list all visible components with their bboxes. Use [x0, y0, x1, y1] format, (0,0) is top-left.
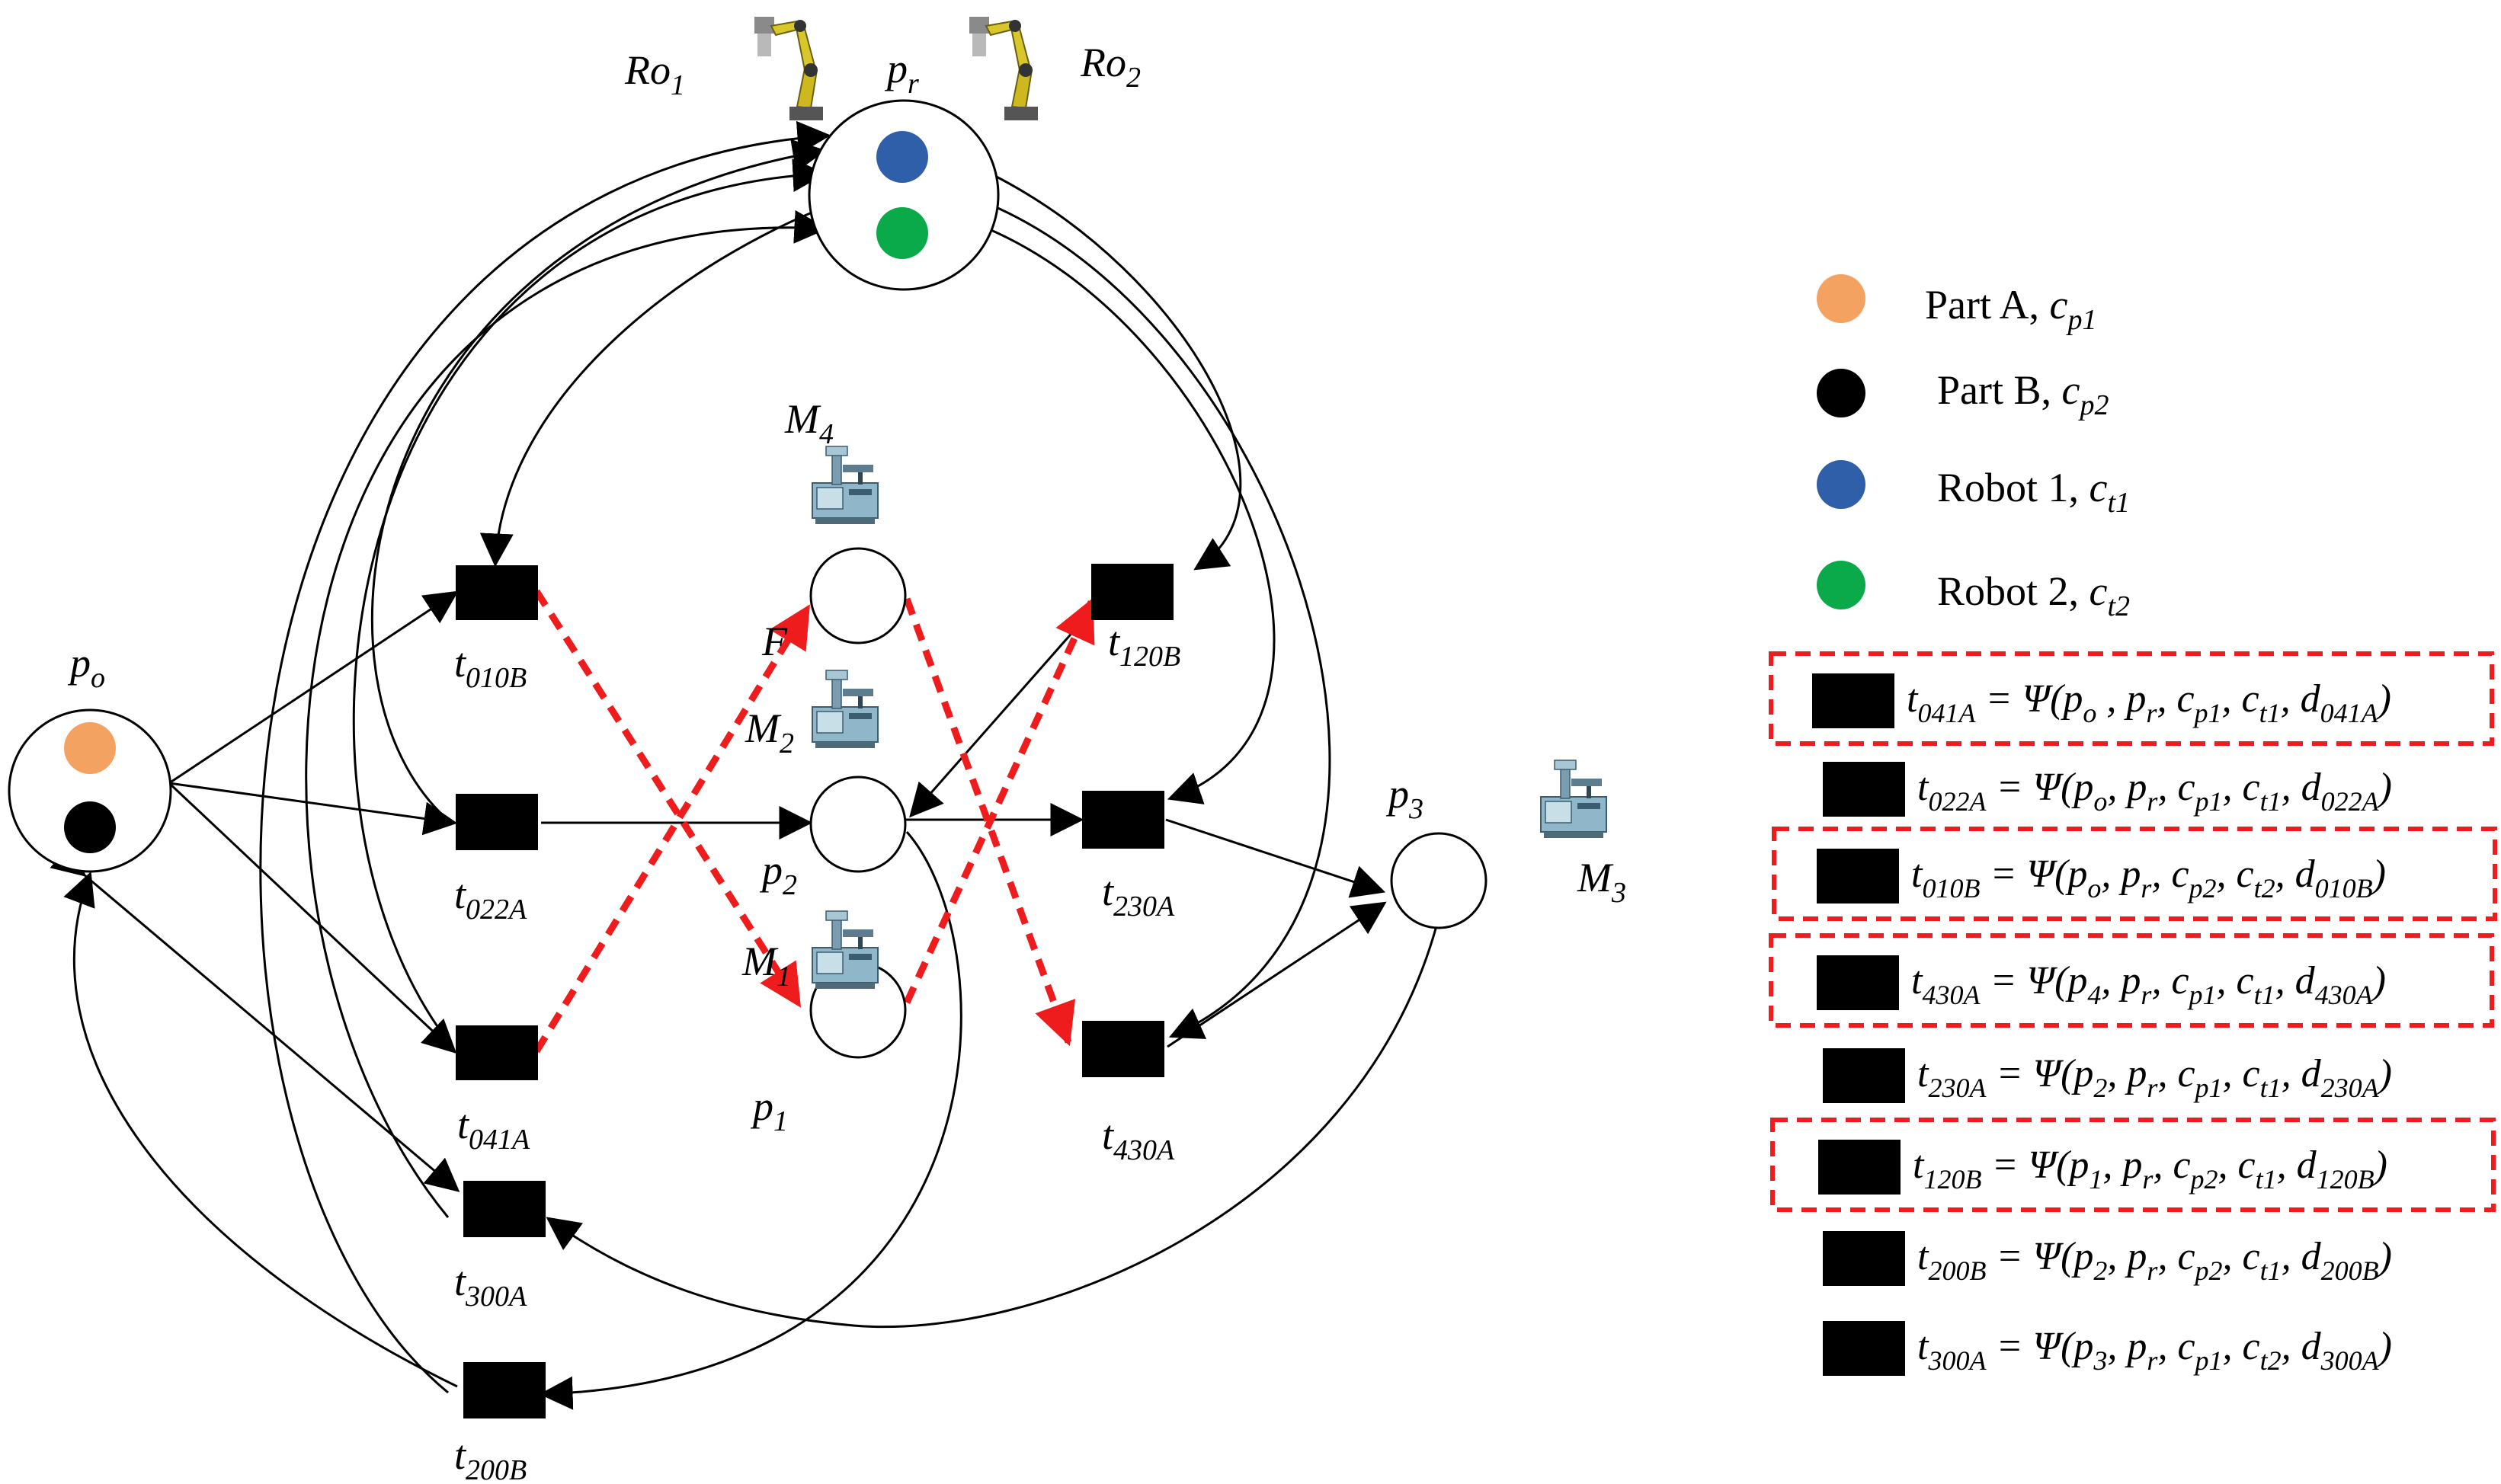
arc-pr-t430A [954, 177, 1331, 1039]
arc-p3-t300A [546, 923, 1439, 1329]
label-t230A: t230A [1102, 868, 1175, 923]
token-robot-2 [876, 207, 928, 259]
machine-tool-icon [1540, 760, 1607, 839]
label-m1: M1 [741, 939, 791, 993]
legend-formula: t010B = Ψ(po, pr, cp2, ct2, d010B) [1911, 852, 2386, 904]
legend-transition-swatch [1817, 849, 1899, 904]
legend-swatch-part-b [1817, 369, 1865, 417]
legend-formula: t300A = Ψ(p3, pr, cp1, ct2, d300A) [1917, 1325, 2392, 1376]
arc-pr-t230A [953, 201, 1276, 804]
transition-t230A [1082, 791, 1164, 849]
legend-transition-swatch [1817, 955, 1899, 1010]
highlight-box [1769, 933, 2494, 1028]
transition-t300A [463, 1181, 546, 1237]
highlighted-arcs [533, 589, 1095, 1054]
transition-t430A [1082, 1021, 1164, 1077]
highlight-box [1770, 1118, 2496, 1212]
place-pr [808, 99, 1000, 291]
arc-t200B-po [63, 871, 458, 1388]
legend-transition-swatch [1823, 1321, 1905, 1376]
label-po: po [67, 640, 105, 694]
legend-swatch-robot-2 [1817, 561, 1865, 609]
arc-t430A-p3 [1167, 901, 1387, 1048]
legend-transition-swatch [1823, 1048, 1905, 1103]
highlight-box [1769, 651, 2494, 746]
legend: Part A, cp1 Part B, cp2 Robot 1, ct1 Rob… [1769, 274, 2497, 1376]
label-p2: p2 [759, 847, 797, 901]
legend-swatch-part-a [1817, 274, 1865, 323]
token-part-a [64, 722, 116, 774]
robot-arm-icon [969, 16, 1039, 121]
label-pr: pr [884, 46, 919, 100]
label-t120B: t120B [1108, 619, 1180, 673]
arc-t041A-pr [352, 158, 827, 1046]
legend-formula: t200B = Ψ(p2, pr, cp2, ct1, d200B) [1917, 1235, 2392, 1286]
legend-formula: t430A = Ψ(p4, pr, cp1, ct1, d430A) [1911, 959, 2386, 1010]
place-p4 [809, 547, 907, 644]
arc-po-t041A [168, 782, 457, 1054]
legend-part-a: Part A, cp1 [1925, 282, 2096, 336]
label-t010B: t010B [454, 640, 527, 694]
arc-pr-t010B [479, 201, 837, 568]
arc-pr-t120B [956, 145, 1242, 571]
diagram-labels: po pr p1 p2 p3 F Ro1 Ro2 M4 M2 M1 M3 t01… [67, 40, 1626, 1484]
transition-t120B [1091, 564, 1174, 620]
legend-formula: t022A = Ψ(po, pr, cp1, ct1, d022A) [1917, 766, 2392, 817]
arc-p2-t200B [539, 831, 962, 1410]
transition-t200B [463, 1362, 546, 1418]
transition-t010B [456, 565, 538, 620]
arc-po-t300A [50, 842, 460, 1192]
label-ro1: Ro1 [624, 47, 685, 101]
place-po [8, 708, 172, 873]
legend-transition-swatch [1823, 762, 1905, 817]
machine-tool-icon [812, 446, 879, 525]
legend-robot-2: Robot 2, ct2 [1937, 568, 2130, 622]
label-m4: M4 [784, 396, 834, 450]
legend-formula: t230A = Ψ(p2, pr, cp1, ct1, d230A) [1917, 1052, 2392, 1103]
label-p3: p3 [1385, 771, 1423, 825]
arcs [50, 120, 1439, 1410]
label-m2: M2 [745, 705, 794, 760]
legend-transition-swatch [1818, 1140, 1901, 1195]
label-t200B: t200B [454, 1432, 527, 1484]
red-arc-t041A-p4 [533, 604, 811, 1054]
label-p4-partial: F [761, 619, 788, 664]
token-robot-1 [876, 131, 928, 183]
arc-po-t022A [168, 782, 458, 836]
label-t300A: t300A [454, 1259, 527, 1313]
label-t430A: t430A [1102, 1112, 1175, 1166]
label-p1: p1 [750, 1083, 788, 1137]
red-arc-p1-t120B [903, 597, 1095, 1004]
label-t022A: t022A [454, 872, 527, 926]
transition-t022A [456, 794, 538, 850]
arc-po-t010B [168, 590, 459, 785]
robot-arm-icon [754, 16, 824, 121]
transition-t041A [456, 1025, 538, 1080]
legend-swatch-robot-1 [1817, 460, 1865, 509]
legend-formula: t120B = Ψ(p1, pr, cp2, ct1, d120B) [1913, 1143, 2387, 1195]
legend-transition-swatch [1823, 1231, 1905, 1286]
label-ro2: Ro2 [1080, 40, 1141, 94]
legend-part-b: Part B, cp2 [1937, 367, 2109, 421]
place-p2 [809, 776, 907, 873]
machine-tool-icon [812, 910, 879, 990]
arc-t120B-p2 [909, 622, 1082, 818]
legend-transition-swatch [1812, 673, 1894, 728]
highlight-box [1772, 827, 2497, 921]
legend-formulas: t041A = Ψ(po , pr, cp1, ct1, d041A) t022A… [1769, 651, 2497, 1376]
arc-t230A-p3 [1165, 818, 1386, 898]
place-p3 [1390, 832, 1487, 929]
token-part-b [64, 801, 116, 853]
label-t041A: t041A [457, 1102, 530, 1156]
legend-robot-1: Robot 1, ct1 [1937, 465, 2130, 519]
arc-t200B-pr [259, 120, 831, 1394]
arc-t022A-pr [370, 139, 827, 824]
machine-tool-icon [812, 670, 879, 749]
label-m3: M3 [1577, 855, 1626, 909]
legend-formula: t041A = Ψ(po , pr, cp1, ct1, d041A) [1907, 677, 2391, 728]
